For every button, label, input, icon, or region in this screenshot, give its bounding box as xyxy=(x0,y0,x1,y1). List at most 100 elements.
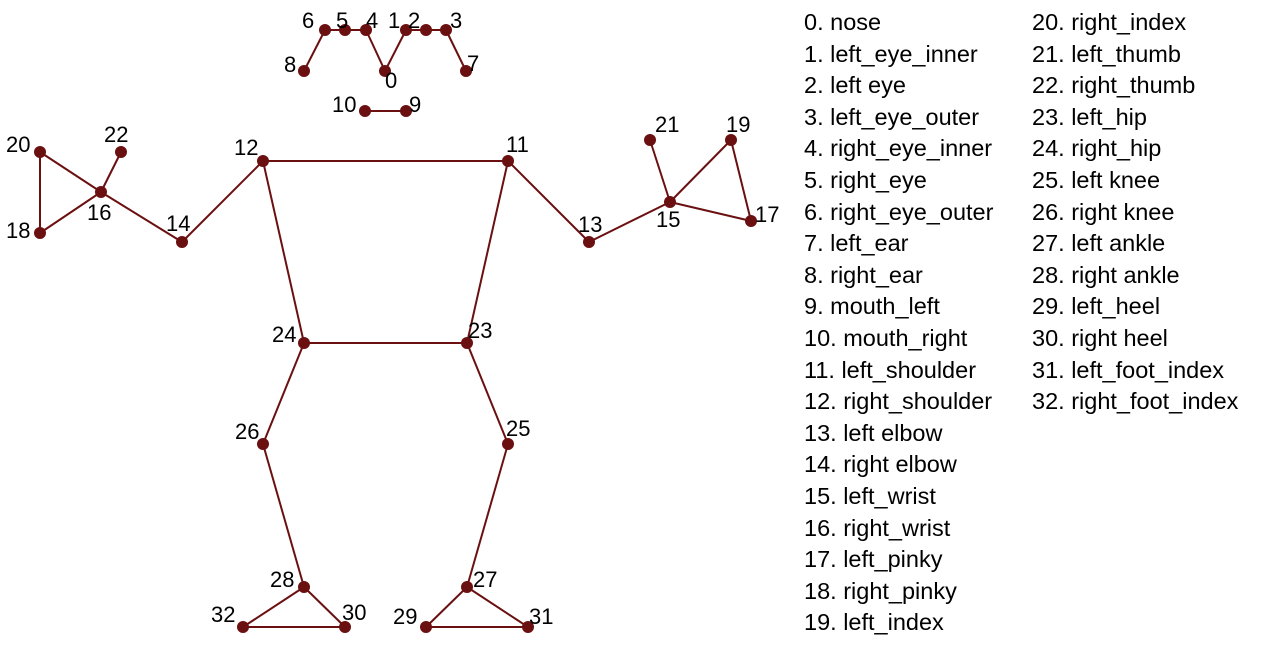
joint-20 xyxy=(34,146,46,158)
joint-9 xyxy=(400,105,412,117)
joint-13 xyxy=(583,236,595,248)
legend-item-9: 9. mouth_left xyxy=(804,293,940,320)
bone-14-16 xyxy=(100,191,183,243)
joint-7 xyxy=(460,65,472,77)
joint-16 xyxy=(95,186,107,198)
legend-item-16: 16. right_wrist xyxy=(804,514,951,541)
joint-26 xyxy=(257,438,269,450)
bone-16-20 xyxy=(39,151,102,193)
bone-13-15 xyxy=(588,201,671,243)
legend-item-14: 14. right elbow xyxy=(804,451,957,478)
joint-label-21: 21 xyxy=(655,112,679,137)
joint-19 xyxy=(725,134,737,146)
bone-15-17 xyxy=(669,201,752,222)
joint-17 xyxy=(745,215,757,227)
legend-item-13: 13. left elbow xyxy=(804,419,943,446)
joint-label-4: 4 xyxy=(366,8,378,33)
bone-16-18 xyxy=(39,191,102,234)
joint-label-13: 13 xyxy=(578,212,602,237)
legend-item-31: 31. left_foot_index xyxy=(1032,356,1225,383)
joint-label-0: 0 xyxy=(385,68,397,93)
bone-16-22 xyxy=(100,151,122,193)
bone-15-21 xyxy=(649,139,671,203)
joint-label-2: 2 xyxy=(408,8,420,33)
bone-26-28 xyxy=(262,443,305,588)
joint-label-1: 1 xyxy=(388,8,400,33)
joint-0 xyxy=(379,65,391,77)
bone-24-26 xyxy=(262,342,305,445)
joint-label-22: 22 xyxy=(104,122,128,147)
joint-10 xyxy=(359,105,371,117)
joint-6 xyxy=(319,24,331,36)
joint-label-14: 14 xyxy=(166,211,190,236)
legend-item-24: 24. right_hip xyxy=(1032,135,1162,162)
legend-item-0: 0. nose xyxy=(804,9,882,35)
joint-5 xyxy=(339,24,351,36)
bone-11-23 xyxy=(466,160,509,344)
legend-item-20: 20. right_index xyxy=(1032,9,1187,35)
legend-item-6: 6. right_eye_outer xyxy=(804,198,994,225)
legend-item-27: 27. left ankle xyxy=(1032,230,1166,257)
legend-item-1: 1. left_eye_inner xyxy=(804,40,978,67)
joint-22 xyxy=(115,146,127,158)
joint-28 xyxy=(298,581,310,593)
legend-item-10: 10. mouth_right xyxy=(804,324,968,351)
joint-label-30: 30 xyxy=(342,600,366,625)
joint-label-16: 16 xyxy=(87,200,111,225)
joint-label-8: 8 xyxy=(284,52,296,77)
skeleton-joints xyxy=(34,24,757,633)
joint-8 xyxy=(298,65,310,77)
joint-label-26: 26 xyxy=(235,419,259,444)
joint-label-11: 11 xyxy=(506,132,529,157)
bone-27-29 xyxy=(425,586,468,628)
joint-label-23: 23 xyxy=(468,318,492,343)
joint-30 xyxy=(339,621,351,633)
legend-item-32: 32. right_foot_index xyxy=(1032,388,1239,415)
skeleton-connections xyxy=(39,29,752,628)
joint-label-19: 19 xyxy=(726,112,750,137)
joint-label-7: 7 xyxy=(467,51,479,76)
joint-1 xyxy=(400,24,412,36)
joint-label-25: 25 xyxy=(506,416,530,441)
legend-item-7: 7. left_ear xyxy=(804,230,909,257)
joint-24 xyxy=(298,337,310,349)
joint-3 xyxy=(440,24,452,36)
bone-11-13 xyxy=(507,160,590,243)
legend-item-26: 26. right knee xyxy=(1032,198,1175,225)
joint-21 xyxy=(644,134,656,146)
joint-label-15: 15 xyxy=(656,207,680,232)
legend-item-18: 18. right_pinky xyxy=(804,577,957,604)
bone-15-19 xyxy=(669,139,732,203)
legend-item-21: 21. left_thumb xyxy=(1032,40,1181,67)
joint-18 xyxy=(34,227,46,239)
legend-item-2: 2. left eye xyxy=(804,72,906,99)
legend-item-30: 30. right heel xyxy=(1032,324,1168,351)
legend-item-19: 19. left_index xyxy=(804,609,944,636)
joint-25 xyxy=(502,438,514,450)
legend-item-3: 3. left_eye_outer xyxy=(804,103,980,130)
bone-0-1 xyxy=(384,29,407,72)
bone-27-31 xyxy=(466,586,529,628)
joint-29 xyxy=(420,621,432,633)
bone-28-30 xyxy=(303,586,346,628)
joint-4 xyxy=(360,24,372,36)
joint-label-20: 20 xyxy=(6,132,30,157)
legend-item-22: 22. right_thumb xyxy=(1032,72,1196,99)
bone-6-8 xyxy=(303,29,326,72)
joint-label-6: 6 xyxy=(302,8,314,33)
joint-15 xyxy=(664,196,676,208)
bone-12-14 xyxy=(181,160,264,243)
joint-label-27: 27 xyxy=(473,567,497,592)
joint-23 xyxy=(461,337,473,349)
joint-label-28: 28 xyxy=(270,567,294,592)
legend-item-17: 17. left_pinky xyxy=(804,546,943,573)
joint-label-9: 9 xyxy=(409,92,421,117)
landmark-legend-column-1: 0. nose 1. left_eye_inner 2. left eye 3.… xyxy=(804,7,993,639)
joint-label-3: 3 xyxy=(450,8,462,33)
landmark-legend-column-2: 20. right_index 21. left_thumb 22. right… xyxy=(1032,7,1238,418)
bone-25-27 xyxy=(466,443,509,588)
bone-12-24 xyxy=(262,160,305,344)
legend-item-4: 4. right_eye_inner xyxy=(804,135,993,162)
